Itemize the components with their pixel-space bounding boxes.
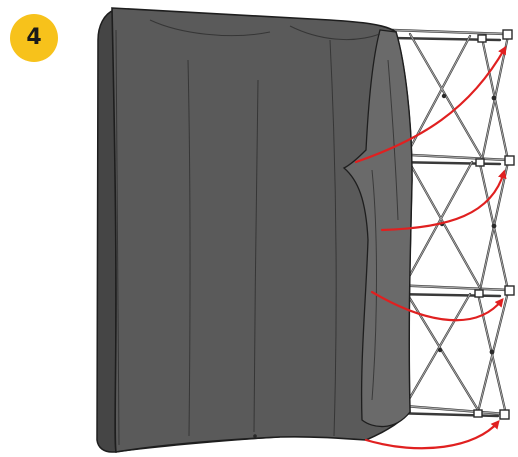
fabric-graphic [97,8,412,452]
step-number-badge: 4 [10,14,58,62]
step-number: 4 [26,27,41,49]
